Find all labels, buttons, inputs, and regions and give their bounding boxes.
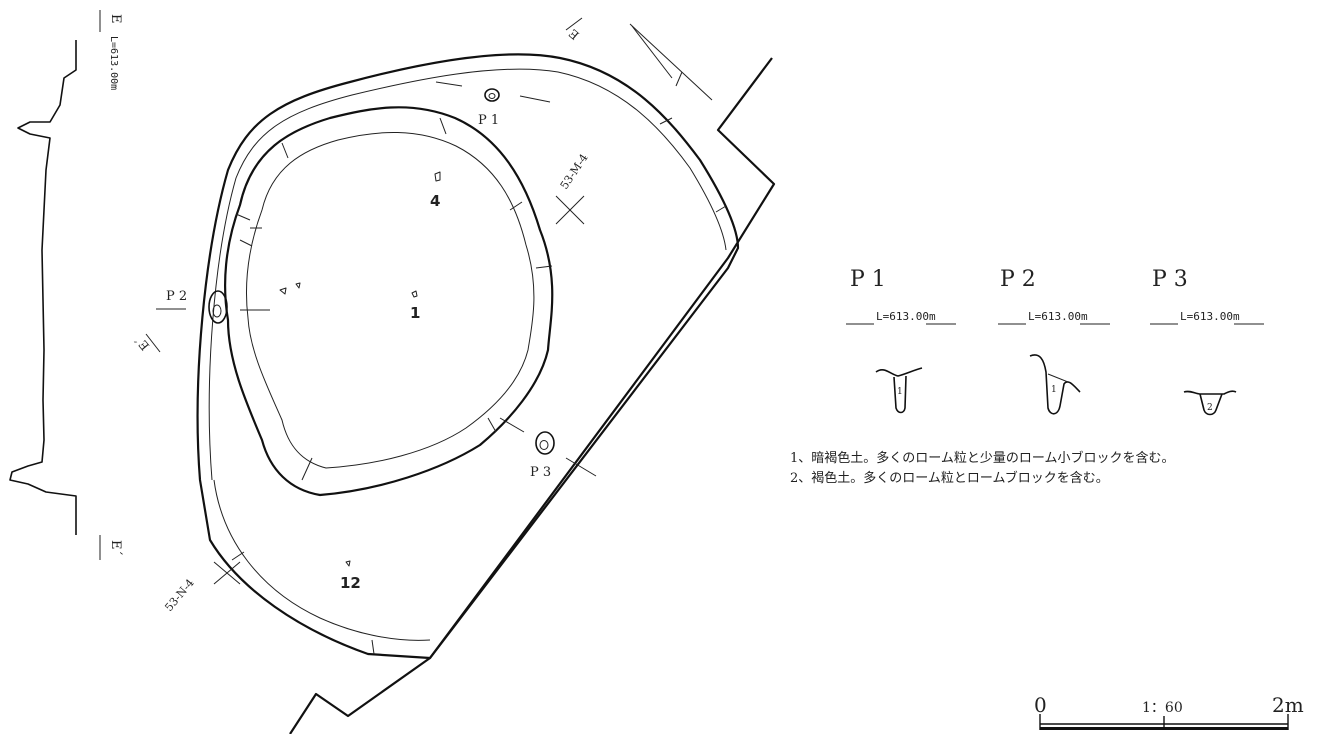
scale-end: 2m <box>1272 693 1304 717</box>
line-e-label-left: E´ <box>132 333 152 353</box>
artifact-number-4: 4 <box>430 192 440 210</box>
central-pit-edge <box>224 106 554 497</box>
legend-line-2: 2、褐色土。多くのローム粒とロームブロックを含む。 <box>790 470 1109 486</box>
section-layer-p2: 1 <box>1051 385 1057 395</box>
grid-marker-53-m-4: 53-M-4 <box>555 151 591 225</box>
grid-label-53-n-4: 53-N-4 <box>162 576 196 614</box>
pit-p2: P 2 <box>156 289 270 324</box>
artifact-number-1: 1 <box>410 304 420 322</box>
section-elevation-p1: L=613.00m <box>876 310 936 323</box>
section-layer-p1: 1 <box>897 387 903 397</box>
section-title-p3: P 3 <box>1152 267 1188 292</box>
scale-bar: 0 1：60 2m <box>1034 693 1304 730</box>
pit-label-p1: P 1 <box>478 113 499 128</box>
section-top-label: E <box>108 14 123 24</box>
pit-section-p3: P 3 L=613.00m 2 <box>1150 267 1264 416</box>
soil-legend: 1、暗褐色土。多くのローム粒と少量のローム小ブロックを含む。 2、褐色土。多くの… <box>790 450 1175 486</box>
section-title-p2: P 2 <box>1000 267 1036 292</box>
section-elevation-p3: L=613.00m <box>1180 310 1240 323</box>
grid-marker-53-n-4: 53-N-4 <box>162 561 241 614</box>
legend-line-1: 1、暗褐色土。多くのローム粒と少量のローム小ブロックを含む。 <box>790 450 1175 466</box>
scale-start: 0 <box>1034 693 1047 717</box>
section-bottom-label: E´ <box>108 540 123 556</box>
pit-p1: P 1 <box>435 81 551 128</box>
pit-label-p2: P 2 <box>166 289 187 304</box>
section-elevation: L=613.00m <box>108 36 119 90</box>
scale-ratio: 1：60 <box>1142 700 1183 716</box>
pit-p3: P 3 <box>499 417 597 480</box>
pit-section-p1: P 1 L=613.00m 1 <box>846 267 956 414</box>
artifact-number-12: 12 <box>340 574 361 592</box>
central-pit-floor <box>246 132 535 469</box>
section-elevation-p2: L=613.00m <box>1028 310 1088 323</box>
excavation-boundary <box>289 57 776 734</box>
dwelling-plan: P 1 P 2 P 3 4 1 12 53-M-4 <box>132 17 776 734</box>
section-line-e: E E´ <box>132 17 713 353</box>
outer-wall <box>196 53 740 660</box>
pit-section-p2: P 2 L=613.00m 1 <box>998 267 1110 415</box>
wall-top-line <box>208 68 727 481</box>
pit-label-p3: P 3 <box>530 465 551 480</box>
e-section-profile: E L=613.00m E´ <box>9 10 123 560</box>
grid-label-53-m-4: 53-M-4 <box>558 151 591 191</box>
section-title-p1: P 1 <box>850 267 886 292</box>
section-layer-p3: 2 <box>1207 403 1213 413</box>
